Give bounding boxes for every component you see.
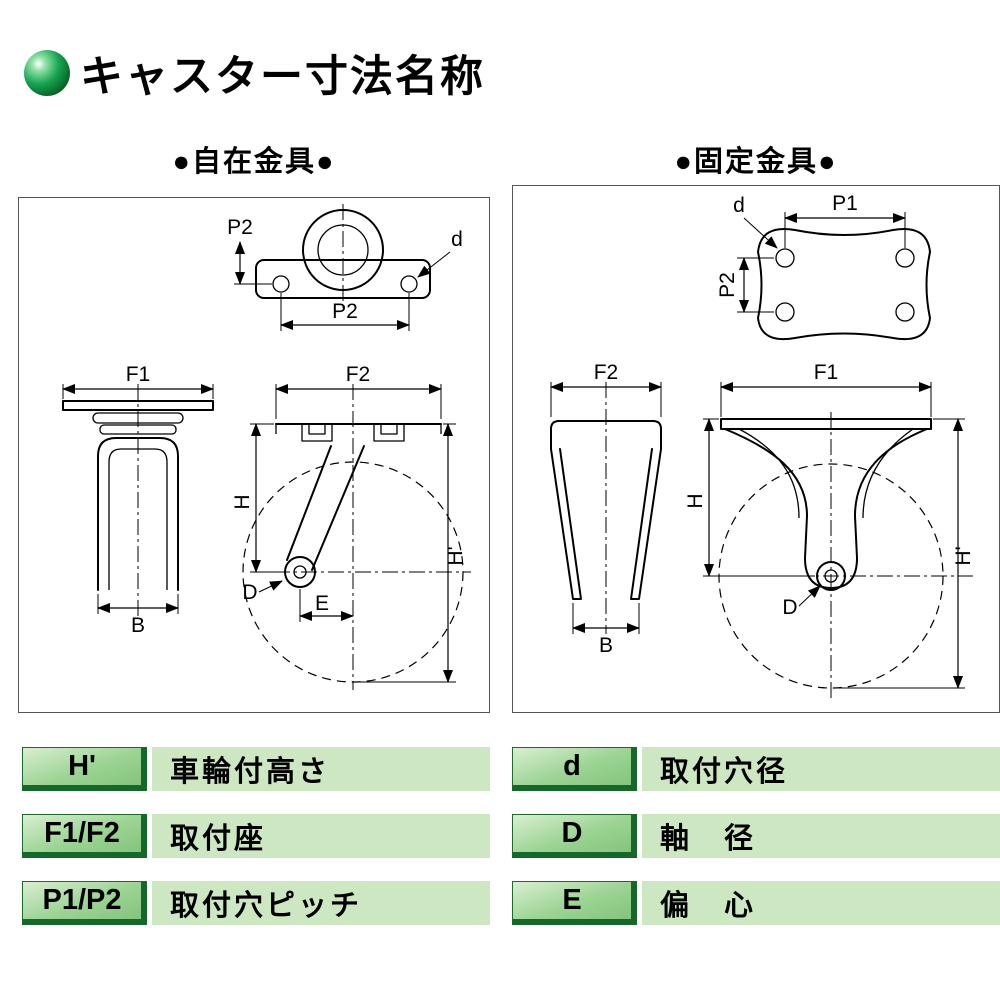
dim-label-p2-horiz: P2 [332,300,358,323]
dim-label-p2-vert: P2 [227,216,253,239]
swivel-drawing-svg: P2 d P2 F1 [62,204,471,690]
dim-label-f1: F1 [814,361,839,384]
dim-label-b: B [131,614,145,637]
fixed-top-view: P1 d P2 [716,192,931,340]
legend-desc-f1-f2: 取付座 [152,814,490,858]
dim-label-b: B [599,634,613,657]
legend-key-text: D [561,817,583,849]
dim-label-h: H [231,494,254,509]
fixed-side-view: F2 B [550,361,662,657]
legend-desc-h-wheel: 車輪付高さ [152,747,490,791]
legend-key-text: E [562,884,582,916]
dim-label-h-wheel: H' [952,546,975,565]
legend-desc-d-hole: 取付穴径 [642,747,1000,791]
legend-key-h-wheel: H' [22,747,147,791]
green-sphere-icon [24,50,70,96]
fixed-panel: P1 d P2 F2 B [512,185,1000,713]
dim-label-f2: F2 [346,363,371,386]
legend-key-e: E [512,881,637,925]
dim-label-p2: P2 [716,272,739,298]
dim-label-h: H [684,493,707,508]
swivel-panel: P2 d P2 F1 [18,197,490,713]
legend-key-f1-f2: F1/F2 [22,814,147,858]
dim-label-d-hole: d [451,228,463,251]
fixed-section-title: ●固定金具● [674,146,838,178]
legend-key-d-hole: d [512,747,637,791]
dim-label-f2: F2 [594,361,619,384]
page-header: キャスター寸法名称 [24,42,485,104]
legend-desc-d-axle: 軸 径 [642,814,1000,858]
fixed-front-view: F1 H H' D [684,361,975,698]
legend-key-text: F1/F2 [44,817,120,849]
swivel-section-title: ●自在金具● [172,146,336,178]
page-title: キャスター寸法名称 [80,53,485,101]
dim-label-p1: P1 [832,192,858,215]
swivel-top-view: P2 d P2 [227,204,463,331]
dim-label-h-wheel: H' [444,546,467,565]
legend-key-text: H' [68,750,96,782]
swivel-front-view: F1 B [62,363,214,637]
legend-desc-p1-p2: 取付穴ピッチ [152,881,490,925]
dim-label-e: E [315,592,329,615]
swivel-side-view: F2 H [231,363,471,690]
dim-label-f1: F1 [126,363,151,386]
legend-key-text: d [563,750,581,782]
legend-key-text: P1/P2 [42,884,122,916]
legend-key-d-axle: D [512,814,637,858]
legend-desc-e: 偏 心 [642,881,1000,925]
legend-key-p1-p2: P1/P2 [22,881,147,925]
fixed-drawing-svg: P1 d P2 F2 B [550,192,975,698]
dim-label-d-axle: D [782,596,797,619]
dim-label-d-axle: D [242,581,257,604]
dim-label-d-hole: d [733,194,745,217]
